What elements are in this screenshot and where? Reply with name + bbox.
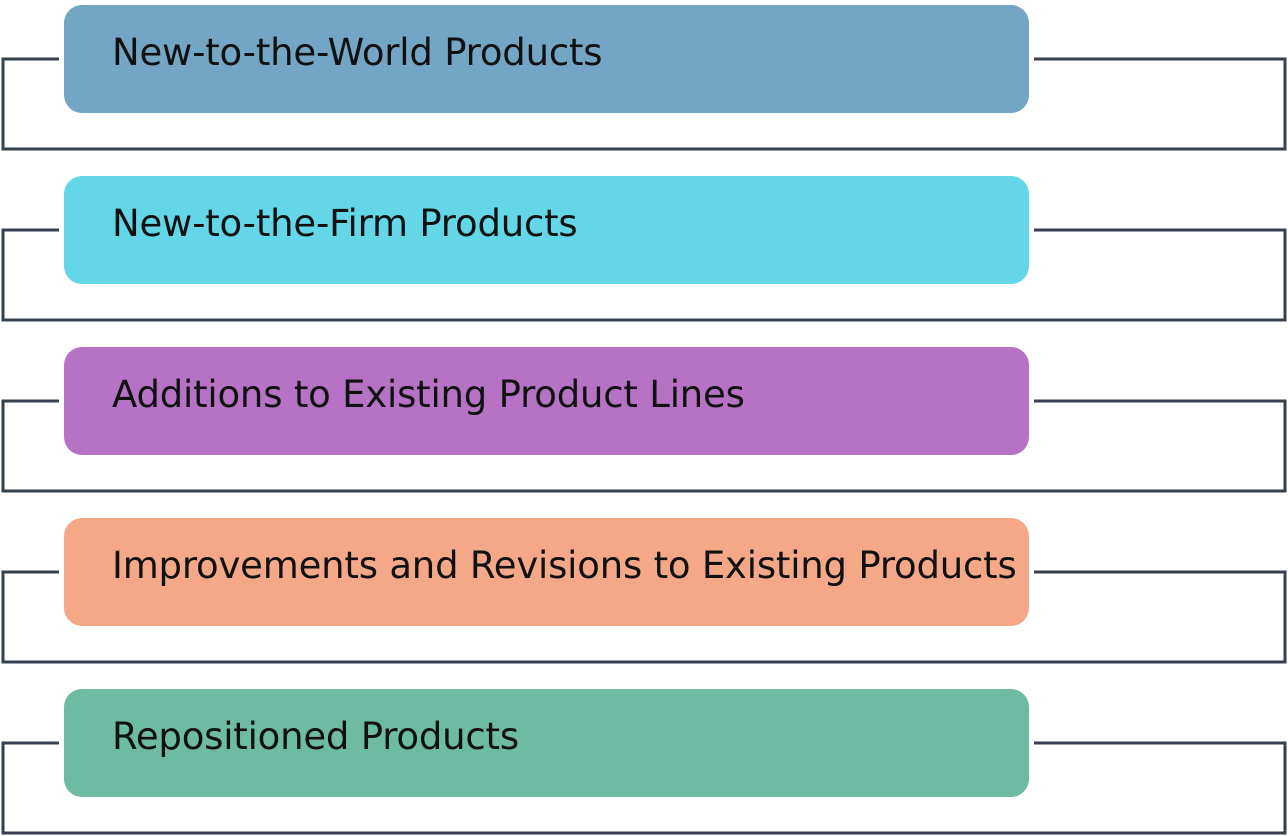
category-box-improvements-revisions: Improvements and Revisions to Existing P… <box>64 518 1029 626</box>
category-label: Repositioned Products <box>112 715 519 758</box>
category-label: New-to-the-Firm Products <box>112 202 578 245</box>
category-box-repositioned: Repositioned Products <box>64 689 1029 797</box>
category-label: New-to-the-World Products <box>112 31 603 74</box>
connector-bracket-1 <box>1 57 1287 151</box>
connector-bracket-2 <box>1 228 1287 322</box>
connector-bracket-3 <box>1 399 1287 493</box>
connector-bracket-5 <box>1 741 1287 835</box>
category-box-new-to-the-world: New-to-the-World Products <box>64 5 1029 113</box>
category-label: Improvements and Revisions to Existing P… <box>112 544 1017 587</box>
category-box-new-to-the-firm: New-to-the-Firm Products <box>64 176 1029 284</box>
connector-bracket-4 <box>1 570 1287 664</box>
category-label: Additions to Existing Product Lines <box>112 373 745 416</box>
category-box-additions-to-lines: Additions to Existing Product Lines <box>64 347 1029 455</box>
